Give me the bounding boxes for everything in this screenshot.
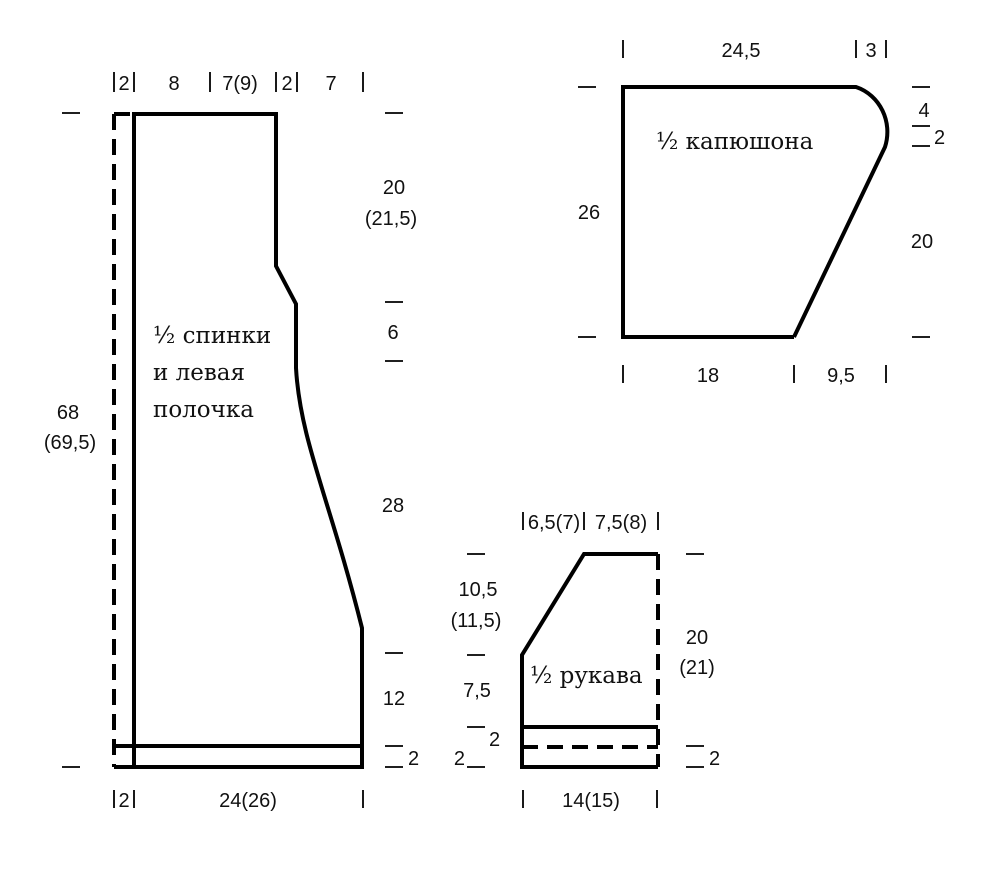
- hood-top-dim-2: 3: [865, 40, 876, 62]
- back-front-label-line-1: ½ спинки: [153, 323, 271, 349]
- sleeve-top-dim-1: 6,5(7): [528, 512, 580, 534]
- back-front-top-dim-1: 2: [118, 73, 129, 95]
- sleeve-left-dim-1: 10,5: [459, 579, 498, 601]
- sleeve-right-dim-1: 20: [686, 627, 708, 649]
- sleeve-outline: [520, 552, 658, 769]
- sleeve-left-dim-3: 2: [489, 729, 500, 751]
- back-front-height-total-alt: (69,5): [44, 432, 96, 454]
- sleeve-right-ticks: [686, 553, 704, 768]
- back-front-right-dim-5: 2: [408, 748, 419, 770]
- back-front-top-dim-4: 2: [281, 73, 292, 95]
- hood-label: ½ капюшона: [656, 129, 814, 155]
- hood-bottom-dim-1: 18: [697, 365, 719, 387]
- back-front-outline: [132, 112, 364, 769]
- back-front-right-dim-4: 12: [383, 688, 405, 710]
- back-front-right-dim-2: 6: [387, 322, 398, 344]
- hood-piece: 24,5 3 26 4 2 20 18 9,5 ½ капюшона: [578, 40, 945, 387]
- sleeve-top-ticks: [522, 512, 659, 530]
- sleeve-right-dim-1-alt: (21): [679, 657, 715, 679]
- back-front-piece: 2 8 7(9) 2 7 68 (69,5) 20 (21,5) 6 28 12…: [44, 72, 419, 812]
- back-front-top-dim-2: 8: [168, 73, 179, 95]
- back-front-right-dim-1-alt: (21,5): [365, 208, 417, 230]
- back-front-bottom-dim-2: 24(26): [219, 790, 277, 812]
- back-front-right-dim-3: 28: [382, 495, 404, 517]
- back-front-top-dim-5: 7: [325, 73, 336, 95]
- hood-right-dim-2: 2: [934, 127, 945, 149]
- sleeve-bottom-ticks: [522, 790, 658, 808]
- sleeve-left-dim-2: 7,5: [463, 680, 491, 702]
- sleeve-piece: 6,5(7) 7,5(8) 10,5 (11,5) 7,5 2 2 20 (21…: [451, 512, 720, 812]
- sleeve-left-ticks: [467, 553, 485, 768]
- back-front-label-line-2: и левая: [153, 360, 245, 386]
- hood-left-dim: 26: [578, 202, 600, 224]
- back-front-top-ticks: [113, 72, 364, 92]
- hood-right-ticks: [912, 86, 930, 338]
- hood-bottom-ticks: [622, 365, 887, 383]
- back-front-bottom-ticks: [113, 790, 364, 808]
- hood-bottom-dim-2: 9,5: [827, 365, 855, 387]
- sleeve-bottom-dim: 14(15): [562, 790, 620, 812]
- sleeve-right-dim-2: 2: [709, 748, 720, 770]
- hood-top-ticks: [622, 40, 887, 58]
- sleeve-top-dim-2: 7,5(8): [595, 512, 647, 534]
- hood-top-dim-1: 24,5: [722, 40, 761, 62]
- back-front-bottom-dim-1: 2: [118, 790, 129, 812]
- hood-right-dim-1: 4: [918, 100, 929, 122]
- hood-outline: [621, 85, 890, 339]
- back-front-right-dim-1: 20: [383, 177, 405, 199]
- back-front-right-ticks: [385, 112, 403, 768]
- sleeve-left-dim-4: 2: [454, 748, 465, 770]
- back-front-height-total: 68: [57, 402, 79, 424]
- sleeve-label: ½ рукава: [530, 663, 643, 689]
- back-front-top-dim-3: 7(9): [222, 73, 258, 95]
- hood-right-dim-3: 20: [911, 231, 933, 253]
- back-front-label-line-3: полочка: [153, 397, 254, 423]
- sleeve-left-dim-1-alt: (11,5): [451, 610, 502, 632]
